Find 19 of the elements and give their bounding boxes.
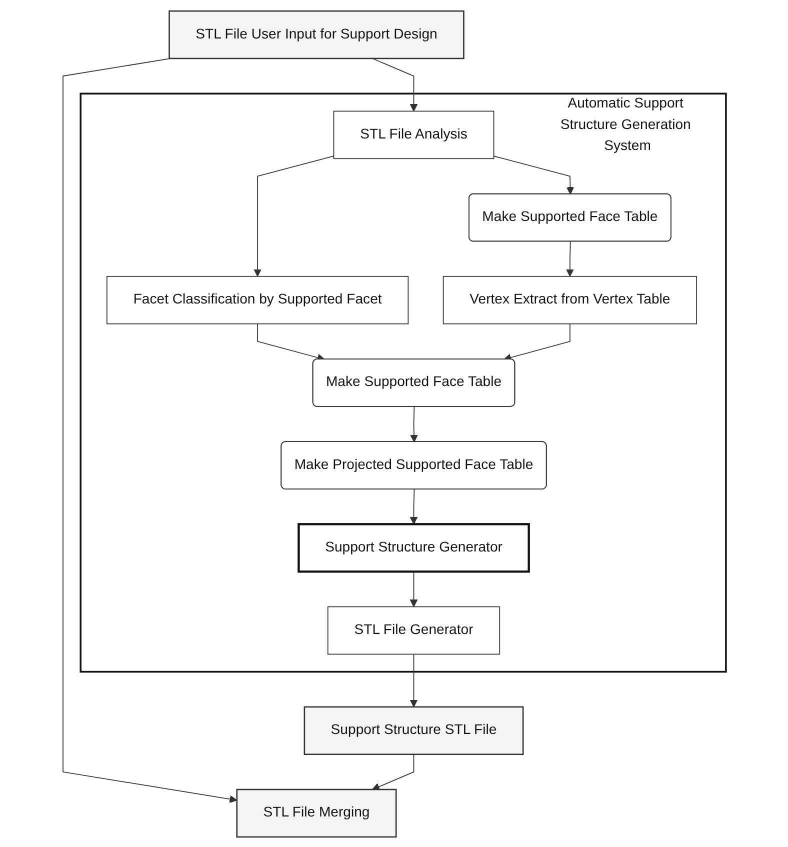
arrow <box>410 406 418 442</box>
node-box: Facet Classification by Supported Facet <box>106 275 408 324</box>
node-box: STL File User Input for Support Design <box>168 10 464 59</box>
node-box: Support Structure Generator <box>297 522 530 572</box>
node-box: STL File Analysis <box>332 110 494 159</box>
node-box: Support Structure STL File <box>303 706 524 755</box>
arrow <box>492 155 574 194</box>
arrow <box>371 58 418 112</box>
node-box: STL File Merging <box>236 788 396 838</box>
arrow <box>62 58 237 802</box>
arrow <box>253 155 334 276</box>
node-box: STL File Generator <box>326 606 500 654</box>
arrow <box>409 653 418 707</box>
arrow <box>372 753 414 790</box>
arrow <box>566 240 574 276</box>
node-box: Vertex Extract from Vertex Table <box>442 275 697 324</box>
arrow <box>409 570 418 607</box>
arrow <box>503 322 570 361</box>
arrow <box>409 488 418 524</box>
